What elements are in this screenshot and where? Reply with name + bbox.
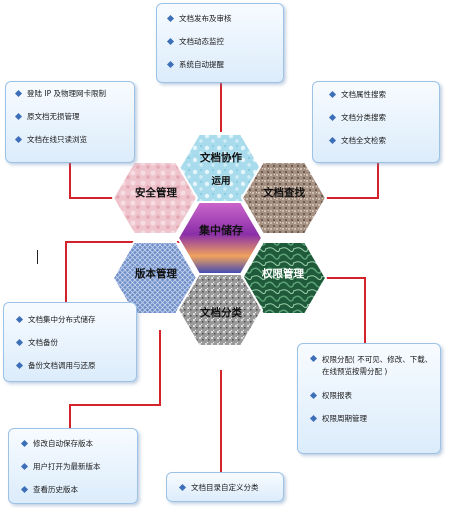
- hex-search-label: 文档查找: [263, 187, 305, 199]
- hex-center-label: 集中储存: [199, 224, 243, 237]
- list-item: 原文档无损管理: [13, 112, 130, 122]
- box-search: 文档属性搜索 文档分类搜索 文档全文检索: [312, 81, 440, 163]
- connector-version: [69, 330, 161, 428]
- list-item: 权限报表: [308, 391, 434, 401]
- diamond-bullet-icon: [14, 135, 23, 144]
- hex-perm-label: 权限管理: [262, 268, 304, 280]
- diamond-bullet-icon: [309, 354, 318, 363]
- list-item: 用户打开为最新版本: [19, 462, 133, 472]
- diamond-bullet-icon: [166, 37, 175, 46]
- hex-version[interactable]: [111, 241, 199, 315]
- box-perm: 权限分配( 不可见、修改、下载、在线预览按需分配 ) 权限报表 权限周期管理: [297, 343, 441, 454]
- diamond-bullet-icon: [328, 113, 337, 122]
- diamond-bullet-icon: [20, 485, 29, 494]
- diamond-bullet-icon: [15, 315, 24, 324]
- hex-classify-label: 文档分类: [200, 307, 242, 319]
- list-item: 备份文档调用与还原: [14, 361, 132, 371]
- list-item: 文档发布及审核: [165, 14, 277, 24]
- diamond-bullet-icon: [328, 90, 337, 99]
- list-item: 文档备份: [14, 338, 132, 348]
- list-item: 文档属性搜索: [327, 90, 435, 100]
- hex-collab-sublabel: 运用: [211, 176, 231, 187]
- diamond-bullet-icon: [20, 439, 29, 448]
- box-classify: 文档目录自定义分类: [166, 472, 284, 502]
- box-collab: 文档发布及审核 文档动态监控 系统自动提醒: [156, 3, 284, 83]
- list-item: 文档全文检索: [327, 136, 435, 146]
- list-item: 文档分类搜索: [327, 113, 435, 123]
- list-item: 查看历史版本: [19, 485, 133, 495]
- diamond-bullet-icon: [14, 112, 23, 121]
- hex-center[interactable]: [176, 201, 264, 275]
- diamond-bullet-icon: [20, 462, 29, 471]
- hex-search[interactable]: [240, 161, 328, 235]
- list-item: 文档动态监控: [165, 37, 277, 47]
- diamond-bullet-icon: [309, 391, 318, 400]
- list-item: 权限分配( 不可见、修改、下载、在线预览按需分配 ): [308, 354, 434, 378]
- box-security: 登陆 IP 及物理网卡限制 原文档无损管理 文档在线只读浏览: [5, 81, 135, 163]
- text-cursor: [37, 250, 38, 264]
- diamond-bullet-icon: [328, 136, 337, 145]
- hex-security-label: 安全管理: [135, 187, 177, 199]
- box-version: 修改自动保存版本 用户打开为最新版本 查看历史版本: [8, 428, 138, 504]
- list-item: 文档集中分布式储存: [14, 315, 132, 325]
- hex-security[interactable]: [111, 161, 199, 235]
- list-item: 文档在线只读浏览: [13, 135, 130, 145]
- diamond-bullet-icon: [14, 89, 23, 98]
- diamond-bullet-icon: [309, 414, 318, 423]
- list-item: 文档目录自定义分类: [177, 483, 279, 493]
- hex-collab-label: 文档协作: [200, 152, 242, 164]
- list-item: 权限周期管理: [308, 414, 434, 424]
- connector-search: [305, 163, 379, 199]
- diamond-bullet-icon: [166, 14, 175, 23]
- diamond-bullet-icon: [178, 483, 187, 492]
- list-item: 修改自动保存版本: [19, 439, 133, 449]
- diamond-bullet-icon: [15, 361, 24, 370]
- hex-version-label: 版本管理: [135, 268, 177, 280]
- diamond-bullet-icon: [166, 60, 175, 69]
- diamond-bullet-icon: [15, 338, 24, 347]
- list-item: 系统自动提醒: [165, 60, 277, 70]
- list-item: 登陆 IP 及物理网卡限制: [13, 89, 130, 99]
- box-storage: 文档集中分布式储存 文档备份 备份文档调用与还原: [3, 302, 137, 382]
